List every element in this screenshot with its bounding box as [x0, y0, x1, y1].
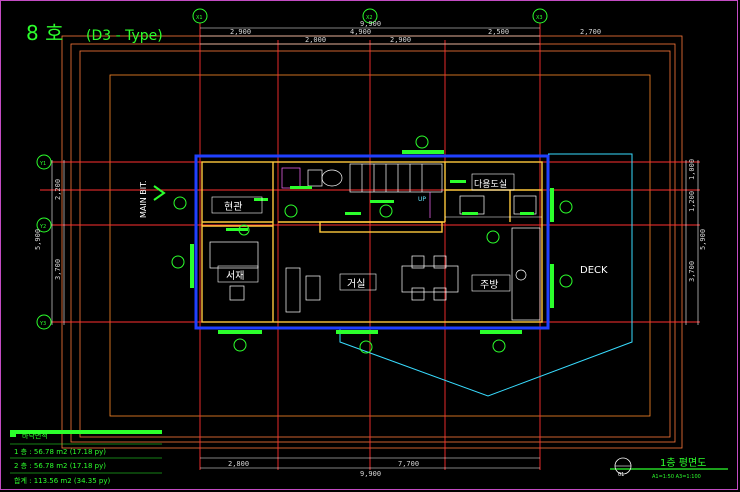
dim-bottom-mid: 7,700 [398, 460, 419, 468]
stairs [349, 163, 443, 218]
room-multipurpose: 다용도실 [474, 179, 507, 190]
bathroom-fixtures [281, 167, 343, 189]
interior-walls [202, 162, 542, 322]
label-box-study [217, 265, 259, 283]
dim-right-total: 5,900 [699, 229, 707, 250]
unit-title: 8 호 [26, 21, 63, 45]
dim-left-total: 5,900 [34, 229, 42, 250]
title-underline [610, 457, 728, 475]
room-kitchen: 주방 [480, 279, 498, 291]
main-bit-label: MAIN BIT. [139, 180, 148, 218]
area-header-marker [10, 430, 162, 434]
dim-right-2: 1,200 [688, 191, 696, 212]
grid-label-x2: X2 [366, 15, 373, 21]
room-deck: DECK [580, 265, 608, 276]
dim-bottom-total: 9,900 [360, 470, 381, 478]
unit-type: (D3 - Type) [86, 28, 163, 44]
dim-right-1: 1,000 [688, 159, 696, 180]
site-outline [61, 35, 683, 449]
grid-lines [40, 22, 700, 470]
building-outline [194, 154, 550, 330]
area-floor1: 1 층 : 56.78 m2 (17.18 py) [14, 447, 106, 456]
furniture [209, 195, 541, 321]
dim-left-2: 3,700 [54, 259, 62, 280]
grid-label-x3: X3 [536, 15, 543, 21]
grid-bubbles [36, 8, 548, 330]
dimension-lines [51, 27, 699, 469]
section-callouts [171, 135, 573, 354]
window-markers [190, 150, 554, 334]
area-floor2: 2 층 : 56.78 m2 (17.18 py) [14, 461, 106, 470]
dim-top-mid2: 2,000 [305, 36, 326, 44]
dim-top-right2: 2,700 [580, 28, 601, 36]
dim-bottom-left: 2,800 [228, 460, 249, 468]
grid-label-y1: Y1 [39, 161, 46, 167]
grid-label-x1: X1 [196, 15, 203, 21]
dim-top-total: 9,900 [360, 20, 381, 28]
label-box-living [339, 273, 377, 291]
area-header: 바닥면적 [22, 431, 48, 440]
dim-top-right1: 2,500 [488, 28, 509, 36]
area-bullet [10, 431, 16, 437]
grid-label-y3: Y3 [39, 321, 46, 327]
label-box-entrance [211, 196, 263, 214]
drawing-number: 01 [618, 472, 624, 478]
room-living: 거실 [347, 278, 365, 290]
dim-top-left: 2,900 [230, 28, 251, 36]
drawing-title: 1층 평면도 [660, 457, 706, 469]
area-total: 합계 : 113.56 m2 (34.35 py) [14, 476, 110, 485]
dim-top-mid3: 2,900 [390, 36, 411, 44]
label-box-multipurpose [471, 173, 515, 191]
label-box-kitchen [471, 274, 511, 292]
room-entrance: 현관 [224, 201, 242, 213]
dim-top-mid1: 4,900 [350, 28, 371, 36]
main-bit-arrow [153, 185, 166, 201]
dim-left-1: 2,200 [54, 179, 62, 200]
drawing-scale: A1=1:50 A3=1:100 [652, 474, 701, 480]
dim-right-3: 3,700 [688, 261, 696, 282]
room-study: 서재 [226, 270, 244, 282]
stair-up-label: UP [418, 196, 426, 203]
grid-label-y2: Y2 [39, 224, 46, 230]
